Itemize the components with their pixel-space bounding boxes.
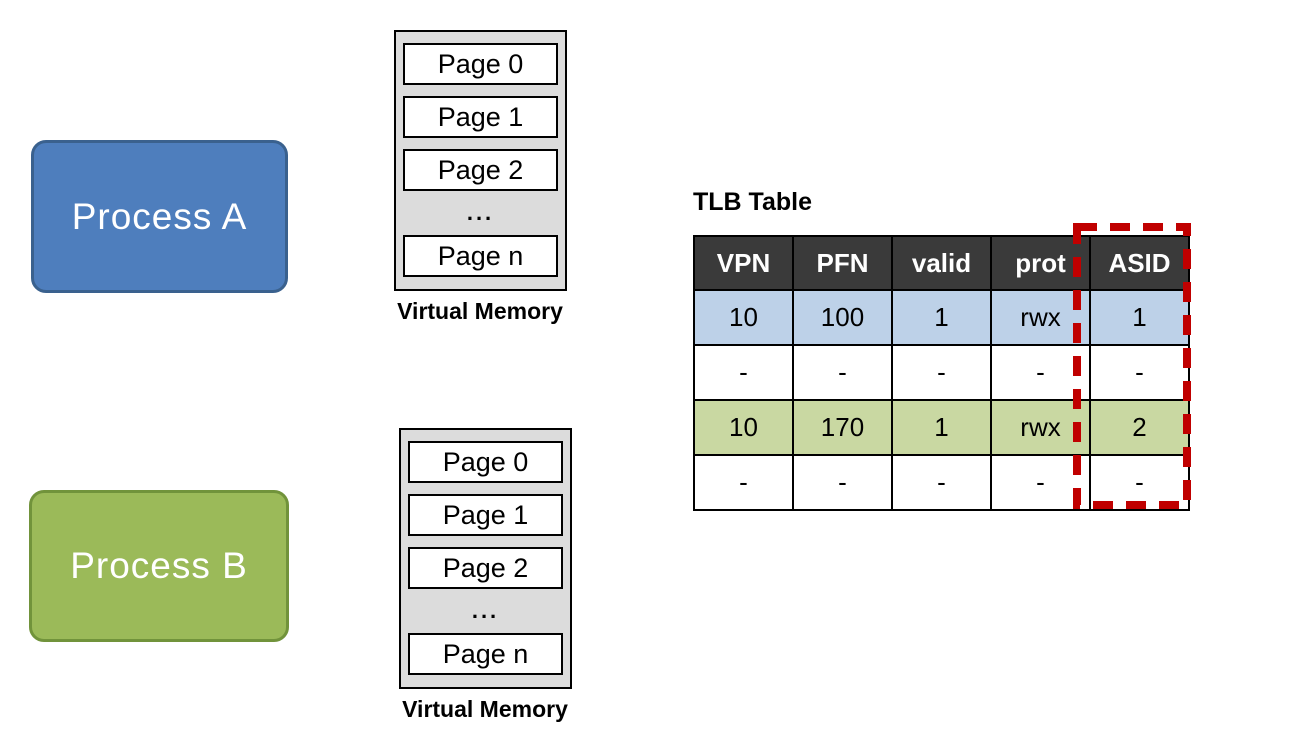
page-label: Page n	[437, 240, 524, 271]
table-cell: 100	[792, 289, 893, 346]
page-label: Page 2	[442, 552, 529, 583]
page-label: Page n	[442, 638, 529, 669]
table-cell: -	[792, 344, 893, 401]
table-cell: -	[1089, 454, 1190, 511]
table-cell: -	[1089, 344, 1190, 401]
tlb-table: VPN PFN valid prot ASID 10 100 1 rwx 1 -…	[693, 235, 1190, 511]
pages-ellipsis: ...	[471, 598, 500, 623]
page-box: Page 1	[403, 96, 558, 138]
tlb-header-row: VPN PFN valid prot ASID	[693, 235, 1190, 291]
tlb-row-empty: - - - - -	[693, 454, 1190, 511]
page-box: Page n	[403, 235, 558, 277]
tlb-row-empty: - - - - -	[693, 344, 1190, 401]
process-b-box: Process B	[29, 490, 289, 642]
pages-ellipsis: ...	[466, 200, 495, 225]
table-cell: rwx	[990, 399, 1091, 456]
column-header-valid: valid	[891, 235, 992, 291]
virtual-memory-stack-b: Page 0 Page 1 Page 2 ... Page n	[399, 428, 572, 689]
table-cell: -	[891, 454, 992, 511]
virtual-memory-stack-a: Page 0 Page 1 Page 2 ... Page n	[394, 30, 567, 291]
table-cell: -	[792, 454, 893, 511]
page-label: Page 1	[437, 101, 524, 132]
process-a-box: Process A	[31, 140, 288, 293]
table-cell: 10	[693, 399, 794, 456]
process-a-label: Process A	[71, 195, 248, 237]
column-header-pfn: PFN	[792, 235, 893, 291]
table-cell: -	[693, 344, 794, 401]
table-cell: 10	[693, 289, 794, 346]
table-cell: rwx	[990, 289, 1091, 346]
table-cell: 2	[1089, 399, 1190, 456]
column-header-asid: ASID	[1089, 235, 1190, 291]
virtual-memory-caption-a: Virtual Memory	[397, 298, 563, 324]
virtual-memory-caption-b: Virtual Memory	[402, 696, 568, 722]
page-box: Page 2	[403, 149, 558, 191]
page-box: Page 2	[408, 547, 563, 589]
page-box: Page 1	[408, 494, 563, 536]
table-cell: -	[990, 344, 1091, 401]
process-b-label: Process B	[70, 545, 248, 586]
page-label: Page 2	[437, 154, 524, 185]
page-box: Page n	[408, 633, 563, 675]
table-cell: 170	[792, 399, 893, 456]
table-cell: -	[891, 344, 992, 401]
table-cell: -	[990, 454, 1091, 511]
table-cell: 1	[1089, 289, 1190, 346]
table-cell: -	[693, 454, 794, 511]
column-header-vpn: VPN	[693, 235, 794, 291]
column-header-prot: prot	[990, 235, 1091, 291]
table-cell: 1	[891, 289, 992, 346]
page-label: Page 0	[442, 446, 529, 477]
page-label: Page 0	[437, 48, 524, 79]
table-cell: 1	[891, 399, 992, 456]
tlb-table-title: TLB Table	[693, 188, 812, 216]
page-box: Page 0	[403, 43, 558, 85]
tlb-row-process-b: 10 170 1 rwx 2	[693, 399, 1190, 456]
tlb-row-process-a: 10 100 1 rwx 1	[693, 289, 1190, 346]
page-label: Page 1	[442, 499, 529, 530]
page-box: Page 0	[408, 441, 563, 483]
